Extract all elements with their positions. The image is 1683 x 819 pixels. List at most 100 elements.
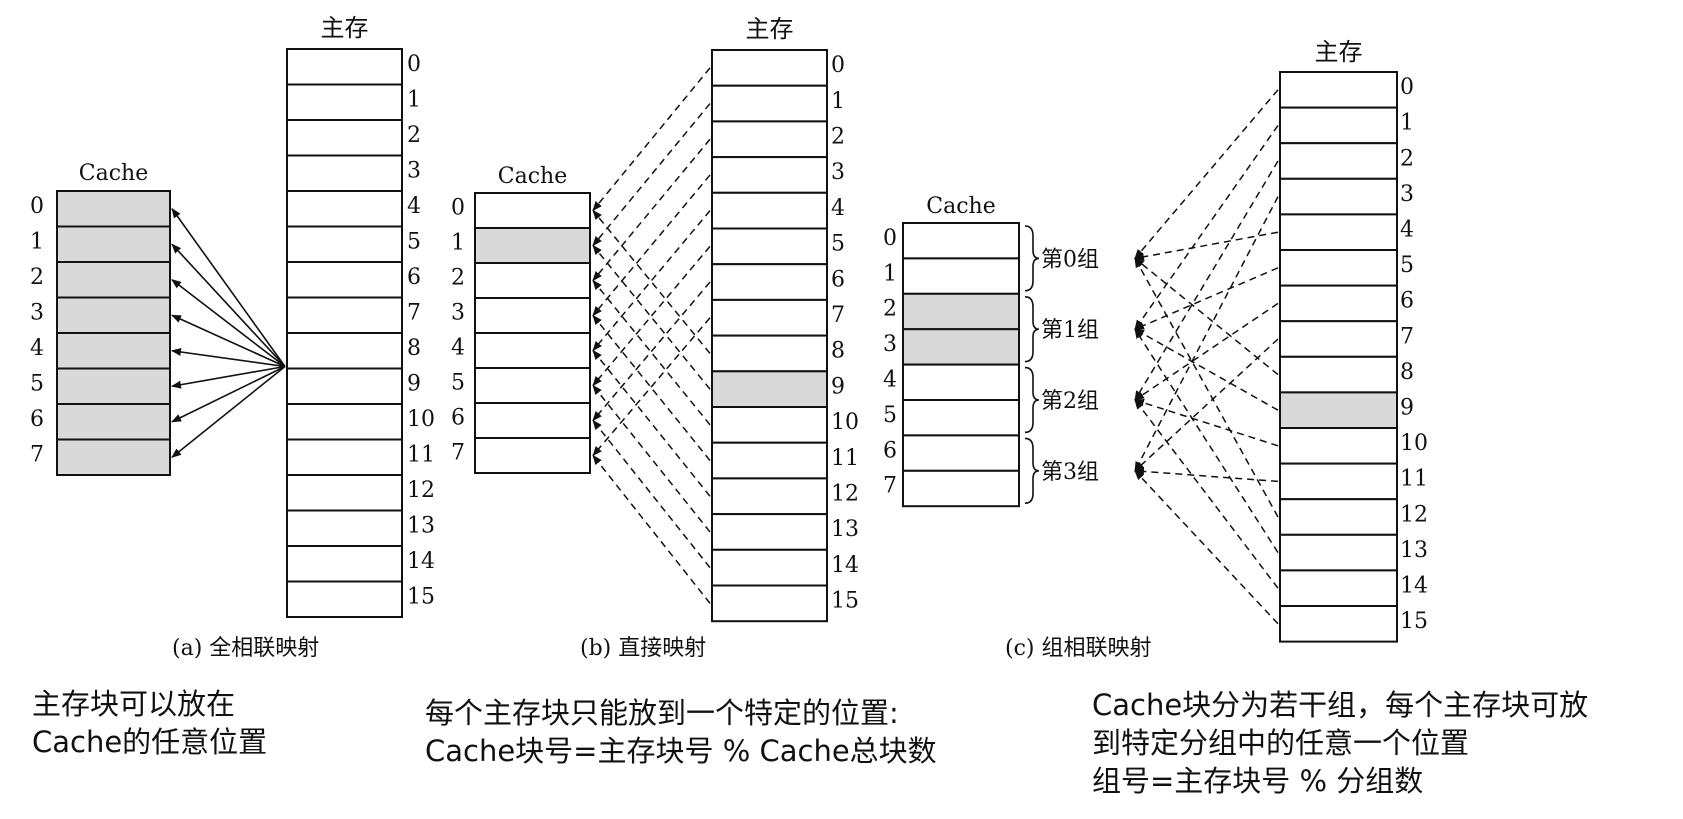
cache-c-title: Cache bbox=[926, 194, 995, 219]
mapping-arrow-c bbox=[1134, 257, 1279, 376]
memory-b-row-label: 15 bbox=[831, 589, 859, 614]
memory-c-row-label: 8 bbox=[1400, 360, 1414, 385]
caption-a-line-1: 主存块可以放在 bbox=[32, 687, 236, 721]
memory-c-block bbox=[1279, 391, 1398, 429]
memory-b-block bbox=[711, 441, 828, 480]
memory-a-block bbox=[286, 48, 403, 86]
mapping-arrow-b bbox=[592, 244, 711, 390]
memory-b-block bbox=[711, 156, 828, 194]
memory-c-block bbox=[1279, 569, 1398, 608]
memory-b-row-label: 3 bbox=[831, 160, 845, 185]
memory-a-row-label: 6 bbox=[407, 265, 421, 290]
mapping-arrow-c bbox=[1134, 399, 1279, 589]
cache-b-row-label: 4 bbox=[451, 336, 465, 361]
caption-c: Cache块分为若干组，每个主存块可放 到特定分组中的任意一个位置 组号=主存块… bbox=[1092, 686, 1588, 800]
group-label: 第1组 bbox=[1041, 318, 1099, 343]
cache-a-block bbox=[56, 296, 171, 334]
memory-a-block bbox=[286, 474, 403, 512]
mapping-arrow-b bbox=[592, 279, 711, 426]
memory-a-block bbox=[286, 154, 403, 192]
cache-a-row-label: 2 bbox=[30, 265, 44, 290]
memory-a-block bbox=[286, 545, 403, 583]
mapping-arrow-c bbox=[1134, 302, 1279, 401]
cache-b-row-label: 3 bbox=[451, 301, 465, 326]
group-label: 第3组 bbox=[1041, 460, 1099, 485]
mapping-arrow-a bbox=[171, 207, 286, 367]
memory-c-row-label: 15 bbox=[1400, 609, 1428, 634]
mapping-arrow-c bbox=[1134, 470, 1279, 625]
cache-b-block bbox=[474, 297, 591, 334]
memory-a-row-label: 14 bbox=[407, 549, 435, 574]
memory-a-block bbox=[286, 261, 403, 299]
memory-b-row-label: 13 bbox=[831, 517, 859, 542]
diagram-c-label: (c) 组相联映射 bbox=[1005, 636, 1151, 660]
group-brace bbox=[1024, 437, 1040, 504]
memory-a-block bbox=[286, 190, 403, 228]
memory-b-block bbox=[711, 49, 828, 87]
memory-c-row-label: 7 bbox=[1400, 324, 1414, 349]
mapping-arrow-b bbox=[592, 67, 711, 212]
memory-a-block bbox=[286, 296, 403, 334]
cache-b-row-label: 7 bbox=[451, 441, 465, 466]
cache-c-block bbox=[902, 292, 1020, 331]
mapping-arrow-c bbox=[1134, 328, 1279, 411]
mapping-arrow-b bbox=[592, 245, 711, 387]
memory-b-block bbox=[711, 227, 828, 266]
memory-a-row-label: 7 bbox=[407, 301, 421, 326]
cache-a-block bbox=[56, 190, 171, 228]
memory-a-title: 主存 bbox=[321, 14, 369, 42]
mapping-arrow-c bbox=[1134, 196, 1279, 472]
memory-c-block bbox=[1279, 605, 1398, 643]
mapping-arrow-b bbox=[592, 103, 711, 247]
mapping-arrow-c bbox=[1134, 467, 1279, 483]
cache-a-row-label: 5 bbox=[30, 372, 44, 397]
cache-b-row-label: 5 bbox=[451, 371, 465, 396]
memory-b-row-label: 5 bbox=[831, 232, 845, 257]
cache-c-block bbox=[902, 434, 1020, 472]
cache-a-row-label: 6 bbox=[30, 407, 44, 432]
caption-a: 主存块可以放在 Cache的任意位置 bbox=[32, 685, 267, 761]
cache-b-title: Cache bbox=[498, 164, 567, 189]
mapping-arrow-c bbox=[1134, 231, 1279, 261]
mapping-arrow-b bbox=[592, 209, 711, 354]
memory-c-row-label: 5 bbox=[1400, 253, 1414, 278]
caption-b: 每个主存块只能放到一个特定的位置: Cache块号=主存块号 % Cache总块… bbox=[425, 694, 937, 770]
memory-c-block bbox=[1279, 213, 1398, 251]
caption-b-line-2: Cache块号=主存块号 % Cache总块数 bbox=[425, 734, 937, 768]
memory-b-row-label: 1 bbox=[831, 89, 845, 114]
cache-c-row-label: 3 bbox=[883, 332, 897, 357]
memory-b-block bbox=[711, 120, 828, 159]
memory-b-row-label: 14 bbox=[831, 553, 859, 578]
memory-a-row-label: 5 bbox=[407, 230, 421, 255]
cache-a-row-label: 3 bbox=[30, 301, 44, 326]
memory-c-block bbox=[1279, 533, 1398, 572]
memory-b-row-label: 9 bbox=[831, 374, 845, 399]
memory-b-block bbox=[711, 334, 828, 373]
memory-a-block bbox=[286, 403, 403, 441]
cache-c-row-label: 2 bbox=[883, 297, 897, 322]
memory-b-block bbox=[711, 298, 828, 337]
mapping-arrow-a bbox=[171, 314, 286, 368]
memory-b-row-label: 10 bbox=[831, 410, 859, 435]
mapping-arrow-b bbox=[592, 317, 711, 457]
cache-b-block bbox=[474, 332, 591, 369]
memory-c-block bbox=[1279, 498, 1398, 536]
memory-a-block bbox=[286, 438, 403, 476]
memory-a-row-label: 2 bbox=[407, 123, 421, 148]
group-label: 第0组 bbox=[1041, 247, 1099, 272]
memory-b-block bbox=[711, 477, 828, 516]
memory-a-block bbox=[286, 580, 403, 618]
mapping-arrow-b bbox=[592, 349, 711, 497]
diagram-b-label: (b) 直接映射 bbox=[580, 636, 706, 660]
cache-a-row-label: 0 bbox=[30, 194, 44, 219]
cache-c-row-label: 5 bbox=[883, 403, 897, 428]
cache-b-block bbox=[474, 367, 591, 404]
memory-a-block bbox=[286, 225, 403, 263]
memory-a-row-label: 4 bbox=[407, 194, 421, 219]
memory-c-row-label: 14 bbox=[1400, 573, 1428, 598]
mapping-arrow-b bbox=[592, 384, 711, 533]
memory-a-block bbox=[286, 119, 403, 157]
memory-c-row-label: 0 bbox=[1400, 75, 1414, 100]
mapping-arrow-a bbox=[171, 365, 286, 458]
caption-b-line-1: 每个主存块只能放到一个特定的位置: bbox=[425, 696, 899, 730]
